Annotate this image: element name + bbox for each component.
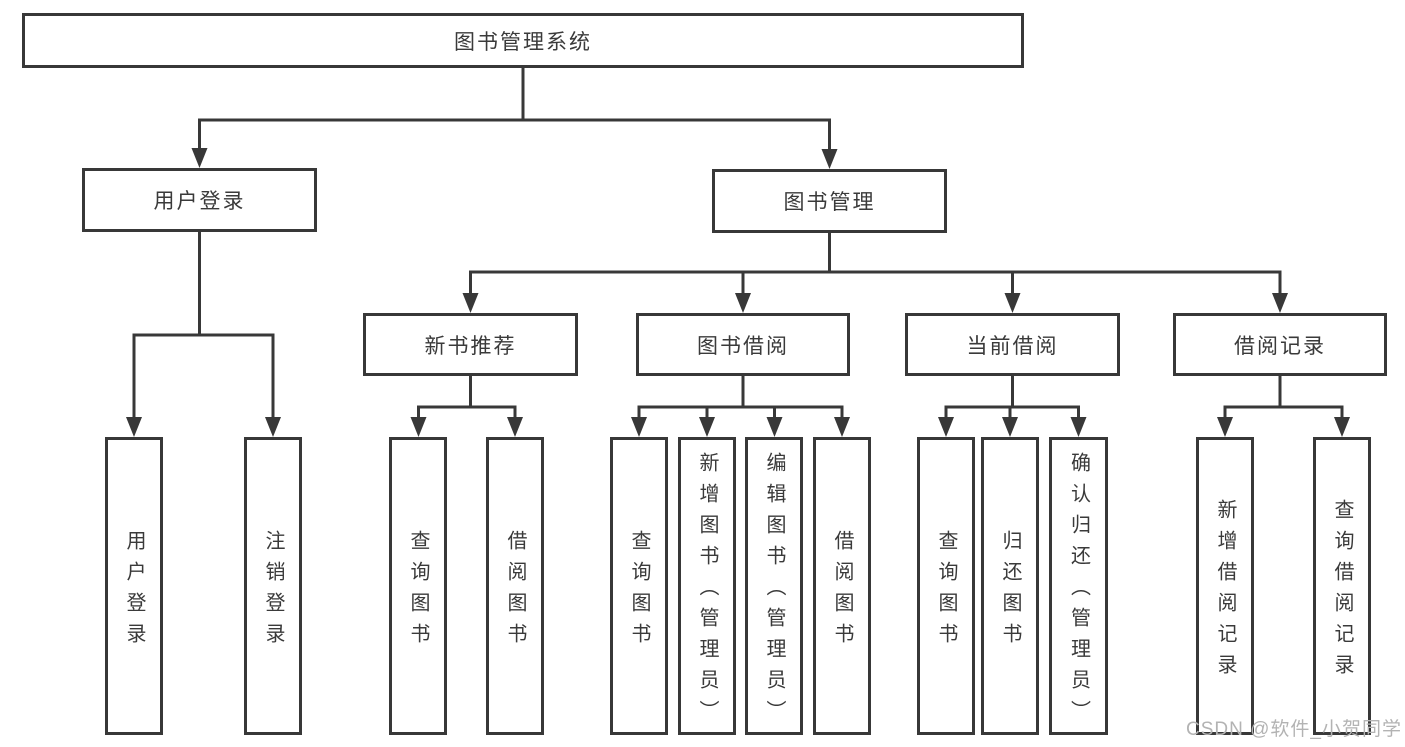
leaf-logout: 注销登录 — [244, 437, 302, 735]
node-label: 新书推荐 — [424, 334, 517, 358]
node-label: 当前借阅 — [966, 334, 1059, 358]
leaf-label: 新增借阅记录 — [1214, 498, 1236, 685]
watermark: CSDN @软件_小贺同学 — [1186, 719, 1402, 740]
leaf-return-books: 归还图书 — [981, 437, 1039, 735]
leaf-label: 查询借阅记录 — [1331, 498, 1353, 685]
node-library-management-system: 图书管理系统 — [22, 13, 1024, 68]
node-label: 图书管理系统 — [454, 30, 592, 54]
leaf-query-books-current: 查询图书 — [917, 437, 975, 735]
node-label: 图书借阅 — [697, 334, 789, 358]
leaf-label: 借阅图书 — [831, 529, 853, 654]
node-borrowing-records: 借阅记录 — [1173, 313, 1387, 376]
leaf-label: 归还图书 — [999, 529, 1021, 654]
leaf-label: 编辑图书（管理员） — [763, 452, 785, 731]
leaf-borrow-books-recommend: 借阅图书 — [486, 437, 544, 735]
leaf-label: 确认归还（管理员） — [1067, 452, 1090, 731]
leaf-user-login: 用户登录 — [105, 437, 163, 735]
node-book-borrowing: 图书借阅 — [636, 313, 850, 376]
leaf-add-borrow-record: 新增借阅记录 — [1196, 437, 1254, 735]
node-current-borrowing: 当前借阅 — [905, 313, 1120, 376]
node-user-login: 用户登录 — [82, 168, 317, 232]
node-label: 借阅记录 — [1234, 334, 1326, 358]
node-book-management: 图书管理 — [712, 169, 947, 233]
leaf-query-books-recommend: 查询图书 — [389, 437, 447, 735]
node-new-book-recommendation: 新书推荐 — [363, 313, 578, 376]
leaf-confirm-return-admin: 确认归还（管理员） — [1049, 437, 1108, 735]
leaf-label: 新增图书（管理员） — [696, 452, 718, 731]
leaf-edit-books-admin: 编辑图书（管理员） — [745, 437, 803, 735]
node-label: 用户登录 — [153, 190, 246, 213]
leaf-label: 查询图书 — [935, 529, 957, 654]
leaf-label: 查询图书 — [628, 529, 650, 654]
leaf-query-borrow-record: 查询借阅记录 — [1313, 437, 1371, 735]
leaf-label: 查询图书 — [407, 529, 429, 654]
leaf-label: 注销登录 — [262, 529, 284, 654]
leaf-label: 用户登录 — [123, 529, 145, 654]
leaf-label: 借阅图书 — [504, 529, 526, 654]
leaf-query-books-borrow: 查询图书 — [610, 437, 668, 735]
node-label: 图书管理 — [783, 191, 876, 214]
leaf-borrow-books: 借阅图书 — [813, 437, 871, 735]
leaf-add-books-admin: 新增图书（管理员） — [678, 437, 736, 735]
